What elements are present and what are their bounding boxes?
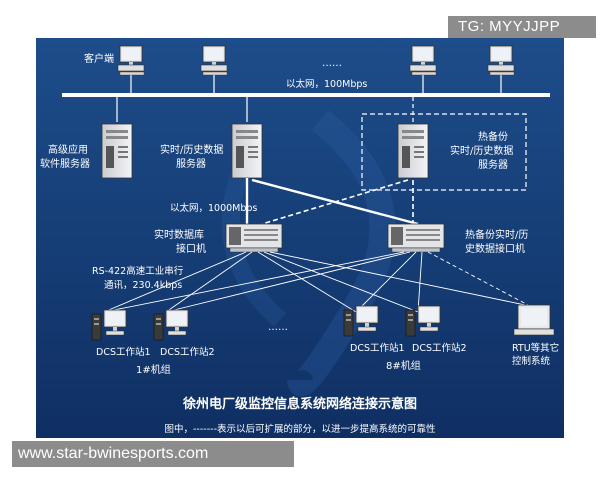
- hot-backup-server-label-2: 实时/历史数据: [450, 144, 513, 157]
- ethernet-1000-label: 以太网，1000Mbps: [170, 202, 257, 214]
- dcs-label-8-2: DCS工作站2: [412, 342, 467, 354]
- unit8-label: 8#机组: [386, 359, 421, 372]
- client-pc-2: [200, 45, 228, 76]
- watermark-top-right: TG: MYYJJPP: [448, 16, 596, 38]
- link-backup-server-interface: [261, 179, 409, 225]
- realtime-server-label-1: 实时/历史数据: [160, 143, 223, 156]
- hot-backup-server-label-1: 热备份: [478, 130, 508, 143]
- client-pc-4: [487, 45, 515, 76]
- client-ellipsis: ……: [322, 58, 342, 69]
- backup-interface-label-1: 热备份实时/历: [465, 228, 528, 241]
- rtu-terminal: [513, 304, 555, 336]
- advanced-server-label-1: 高级应用: [48, 143, 88, 156]
- dcs-label-8-1: DCS工作站1: [350, 342, 405, 354]
- hot-backup-interface-machine: [387, 223, 445, 253]
- station-ellipsis: ……: [268, 322, 288, 333]
- diagram-background: [36, 38, 564, 438]
- serial-links: [103, 251, 531, 313]
- ethernet-100-label: 以太网，100Mbps: [286, 78, 367, 90]
- client-pc-1: [117, 45, 145, 76]
- diagram-note: 图中，-------表示以后可扩展的部分，以进一步提高系统的可靠性: [165, 423, 436, 435]
- hot-backup-server: [397, 123, 429, 179]
- realtime-interface-label-1: 实时数据库: [154, 228, 204, 241]
- realtime-history-server: [231, 123, 263, 179]
- advanced-app-server: [101, 123, 133, 179]
- client-pc-3: [409, 45, 437, 76]
- watermark-bottom-left: www.star-bwinesports.com: [12, 441, 294, 467]
- rtu-label-2: 控制系统: [512, 355, 551, 367]
- dcs-label-1-2: DCS工作站2: [160, 346, 215, 358]
- serial-link-label-1: RS-422高速工业串行: [92, 265, 184, 277]
- ethernet-100-bus: [62, 93, 550, 97]
- diagram-title: 徐州电厂级监控信息系统网络连接示意图: [182, 396, 417, 412]
- expansion-box: [361, 113, 527, 191]
- hot-backup-server-label-3: 服务器: [478, 158, 508, 171]
- realtime-interface-label-2: 接口机: [176, 242, 206, 255]
- rtu-label-1: RTU等其它: [512, 342, 559, 354]
- backup-interface-label-2: 史数据接口机: [465, 242, 525, 255]
- serial-link-label-2: 通讯，230.4kbps: [104, 280, 182, 291]
- unit1-label: 1#机组: [136, 363, 171, 376]
- dcs-label-1-1: DCS工作站1: [96, 346, 151, 358]
- realtime-server-label-2: 服务器: [176, 157, 206, 170]
- realtime-interface-machine: [225, 223, 283, 253]
- advanced-server-label-2: 软件服务器: [40, 157, 90, 170]
- client-label: 客户端: [84, 52, 114, 65]
